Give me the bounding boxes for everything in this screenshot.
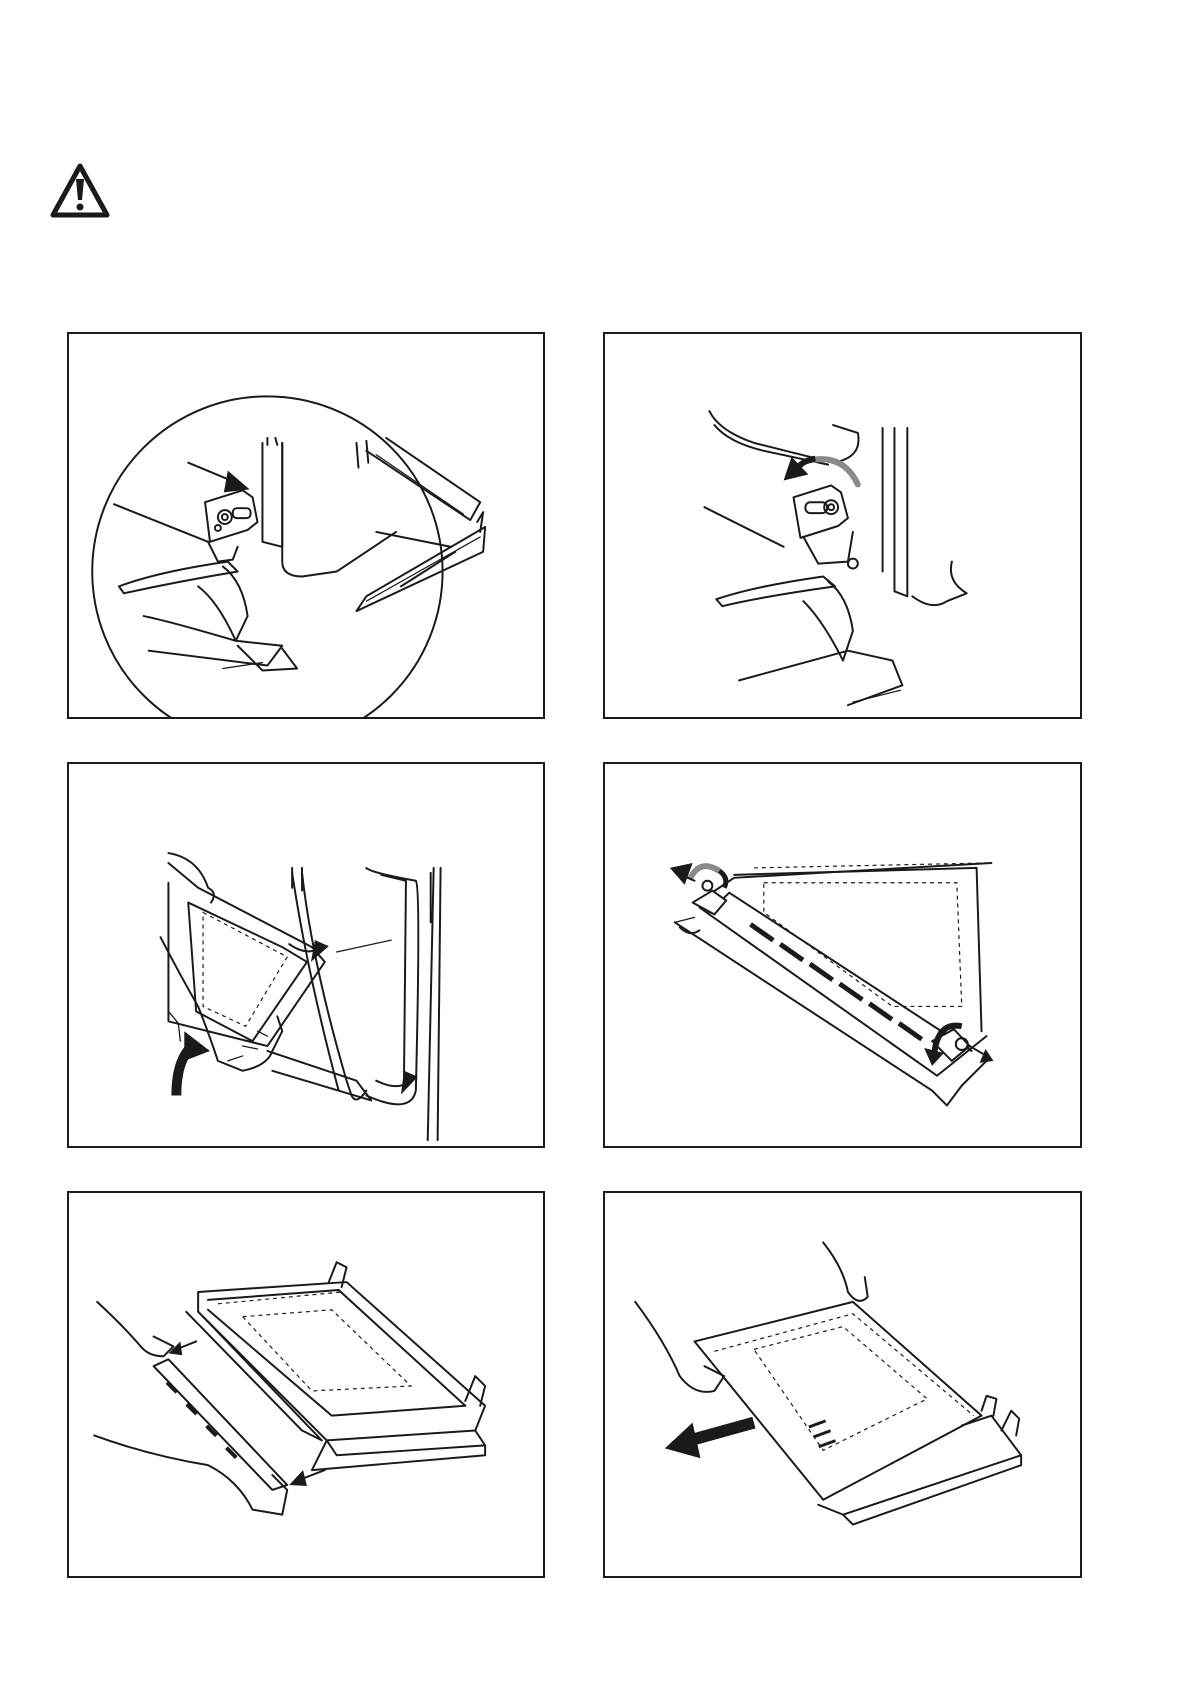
- figure-3: [67, 762, 545, 1148]
- hinge-lever-rotate-icon: [605, 334, 1080, 717]
- door-trim-removal-icon: [69, 1193, 543, 1576]
- figure-4: [603, 762, 1082, 1148]
- hinge-lever-lock-icon: [69, 334, 543, 717]
- figure-1: [67, 332, 545, 719]
- door-glass-panel-removal-icon: [605, 1193, 1080, 1576]
- door-screws-unscrew-icon: [605, 764, 1080, 1146]
- figure-6: [603, 1191, 1082, 1578]
- warning-triangle-icon: [50, 163, 110, 218]
- figure-5: [67, 1191, 545, 1578]
- door-lift-off-icon: [69, 764, 543, 1146]
- figure-2: [603, 332, 1082, 719]
